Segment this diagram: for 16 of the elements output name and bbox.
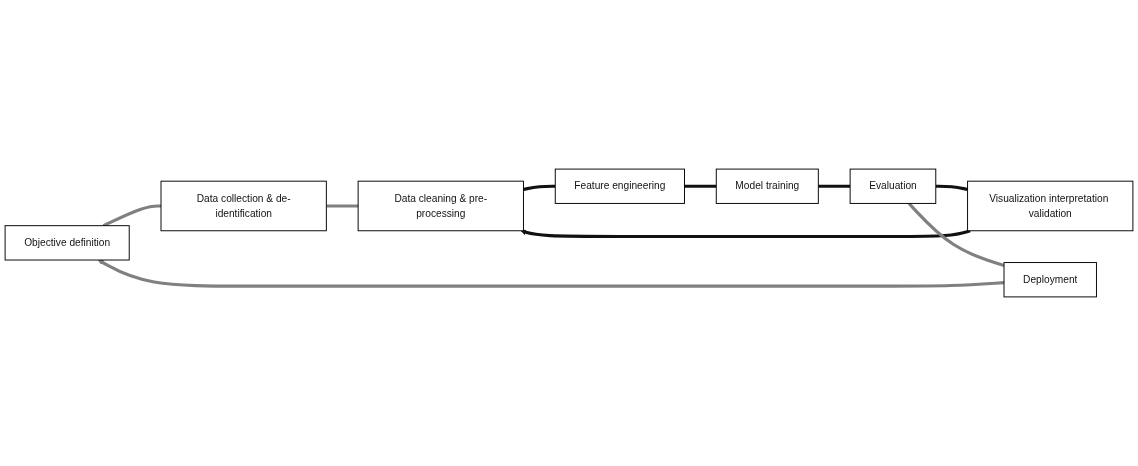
node-box: Data cleaning & pre-processing — [357, 180, 524, 232]
connector — [935, 184, 968, 191]
node-box: Model training — [715, 168, 819, 204]
connector — [326, 204, 359, 208]
connector — [523, 184, 556, 191]
node-box: Feature engineering — [554, 168, 685, 204]
node-box: Objective definition — [4, 225, 130, 261]
connector — [818, 184, 851, 188]
connector — [684, 184, 717, 188]
node-box: Visualization interpretation validation — [967, 180, 1134, 232]
arrow — [97, 259, 1005, 288]
arrow — [520, 229, 971, 239]
node-box: Deployment — [1003, 262, 1097, 298]
node-box: Data collection & de-identification — [160, 180, 327, 232]
node-box: Evaluation — [849, 168, 937, 204]
connector — [907, 202, 1005, 267]
